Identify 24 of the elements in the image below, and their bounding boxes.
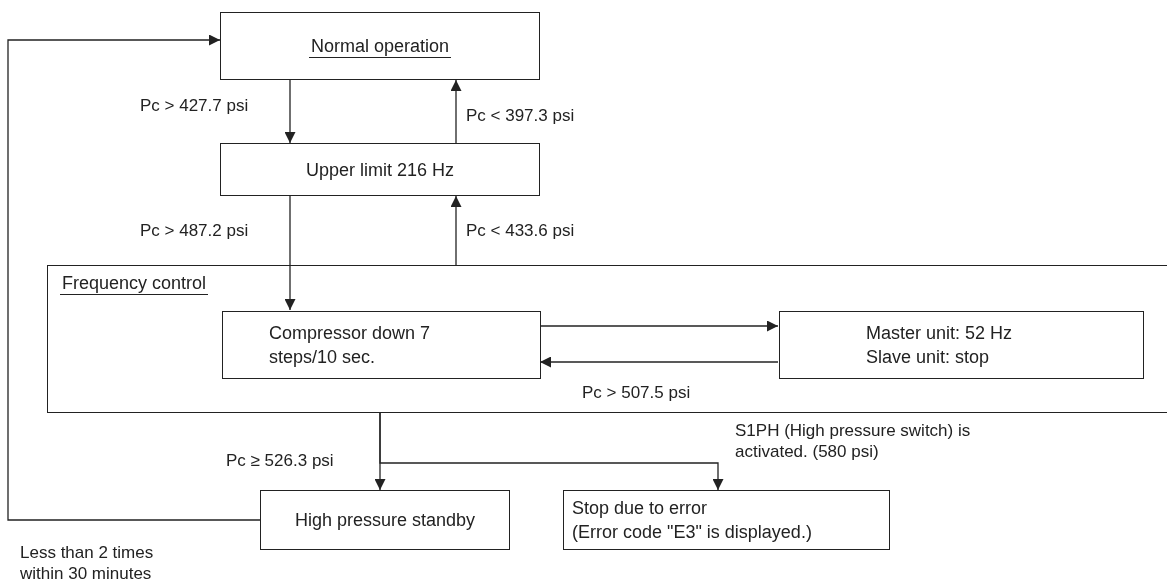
process-box: [220, 12, 540, 80]
process-box: [260, 490, 510, 550]
node-text: Slave unit: stop: [866, 346, 990, 369]
arrow: [539, 356, 779, 368]
arrow: [539, 320, 779, 332]
process-box: [563, 490, 890, 550]
group-heading: Frequency control: [60, 272, 209, 295]
node-text: (Error code "E3" is displayed.): [572, 521, 812, 544]
node-text: Stop due to error: [572, 497, 708, 520]
arrow: [7, 34, 261, 521]
arrow: [450, 195, 462, 266]
arrow: [450, 79, 462, 144]
group-frame: [47, 265, 1167, 413]
process-box: [220, 143, 540, 196]
process-box: [222, 311, 541, 379]
arrow: [379, 412, 724, 491]
node-text: Normal operation: [308, 34, 452, 58]
node-text: Upper limit 216 Hz: [305, 158, 455, 182]
node-text: Master unit: 52 Hz: [866, 322, 1013, 345]
node-text: Compressor down 7 steps/10 sec.: [269, 322, 432, 369]
process-box: [779, 311, 1144, 379]
node-text: High pressure standby: [294, 509, 476, 532]
arrow: [284, 79, 296, 144]
arrow: [284, 195, 296, 311]
